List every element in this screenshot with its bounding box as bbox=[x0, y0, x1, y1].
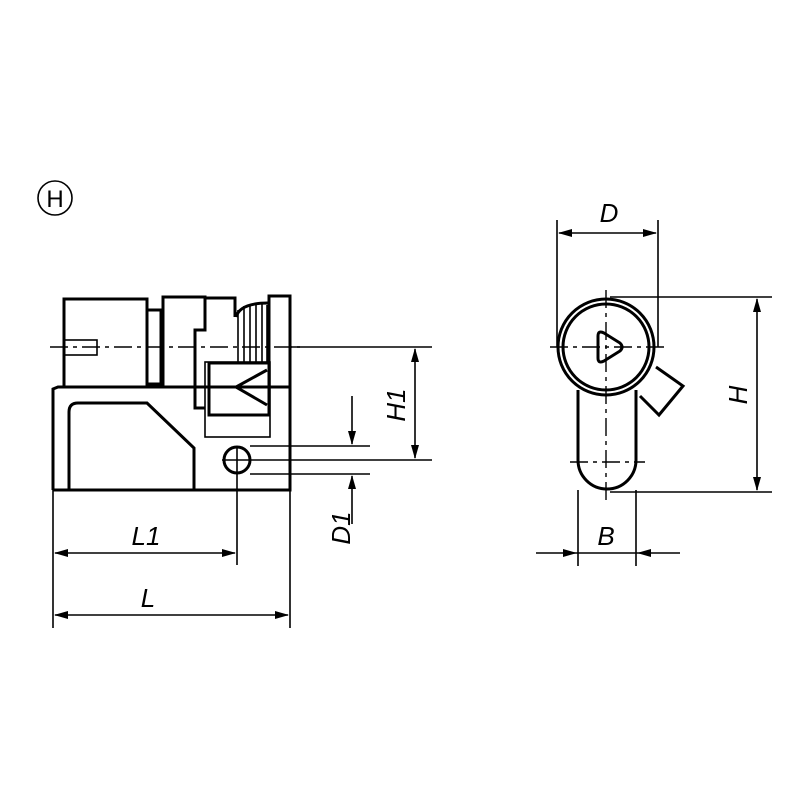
dim-l1-label: L1 bbox=[132, 521, 161, 551]
dim-d-label: D bbox=[600, 198, 619, 228]
view-label-badge: H bbox=[37, 180, 73, 216]
dim-b-label: B bbox=[597, 521, 614, 551]
side-view: H1 D1 L1 L bbox=[50, 294, 432, 628]
view-label: H bbox=[46, 186, 63, 213]
dim-h1-label: H1 bbox=[381, 388, 411, 421]
dim-l-label: L bbox=[141, 583, 155, 613]
dim-d1-label: D1 bbox=[326, 511, 356, 544]
dim-h-label: H bbox=[723, 385, 753, 404]
front-view: D H B bbox=[536, 198, 772, 566]
